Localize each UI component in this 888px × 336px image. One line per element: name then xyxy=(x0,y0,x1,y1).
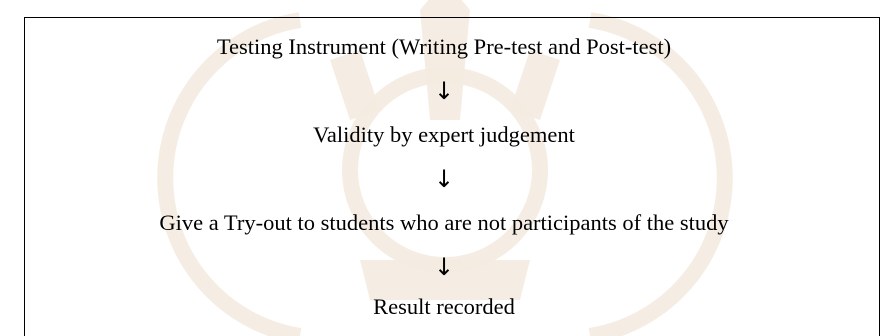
down-arrow-icon: ↓ xyxy=(433,253,455,281)
down-arrow-icon: ↓ xyxy=(433,77,455,105)
step-testing-instrument: Testing Instrument (Writing Pre-test and… xyxy=(216,34,672,59)
down-arrow-icon: ↓ xyxy=(433,165,455,193)
step-result-recorded: Result recorded xyxy=(373,294,515,319)
flowchart-frame xyxy=(24,17,880,336)
step-try-out: Give a Try-out to students who are not p… xyxy=(159,210,729,235)
step-validity: Validity by expert judgement xyxy=(313,122,575,147)
